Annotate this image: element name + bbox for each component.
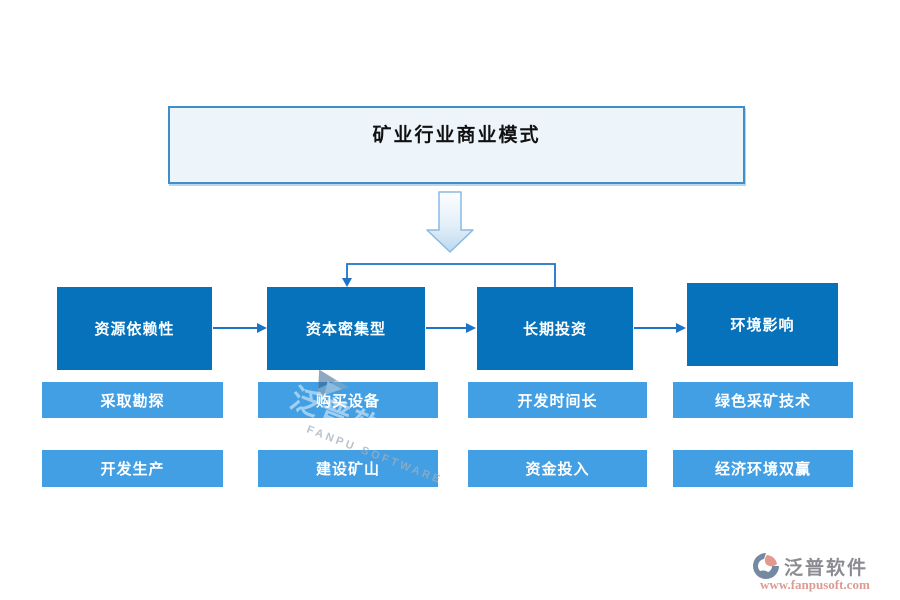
header-box-capital-intensive: 资本密集型 <box>267 287 425 370</box>
item-box-green-mining-technology: 绿色采矿技术 <box>673 382 853 418</box>
big-down-arrow-icon <box>426 191 474 253</box>
brand-icon <box>753 553 779 579</box>
brand-logo: 泛普软件 www.fanpusoft.com <box>752 551 894 593</box>
header-box-resource-dependency: 资源依赖性 <box>57 287 212 370</box>
item-box-long-development-time: 开发时间长 <box>468 382 647 418</box>
item-box-build-mine: 建设矿山 <box>258 450 438 487</box>
flow-arrowhead-1-icon <box>257 323 267 333</box>
item-box-capital-investment: 资金投入 <box>468 450 647 487</box>
diagram-title-box: 矿业行业商业模式 <box>168 106 745 184</box>
feedback-arrowhead-icon <box>342 278 352 287</box>
item-box-purchase-equipment: 购买设备 <box>258 382 438 418</box>
page-title: 矿业行业商业模式 <box>372 125 541 146</box>
header-box-environmental-impact: 环境影响 <box>687 283 838 366</box>
brand-url: www.fanpusoft.com <box>760 577 870 592</box>
item-box-economy-environment-win-win: 经济环境双赢 <box>673 450 853 487</box>
feedback-connector <box>346 263 556 287</box>
brand-name: 泛普软件 <box>784 558 869 579</box>
flow-arrowhead-3-icon <box>676 323 686 333</box>
item-box-mining-exploration: 采取勘探 <box>42 382 223 418</box>
item-box-development-production: 开发生产 <box>42 450 223 487</box>
flow-arrowhead-2-icon <box>466 323 476 333</box>
header-box-long-term-investment: 长期投资 <box>477 287 633 370</box>
